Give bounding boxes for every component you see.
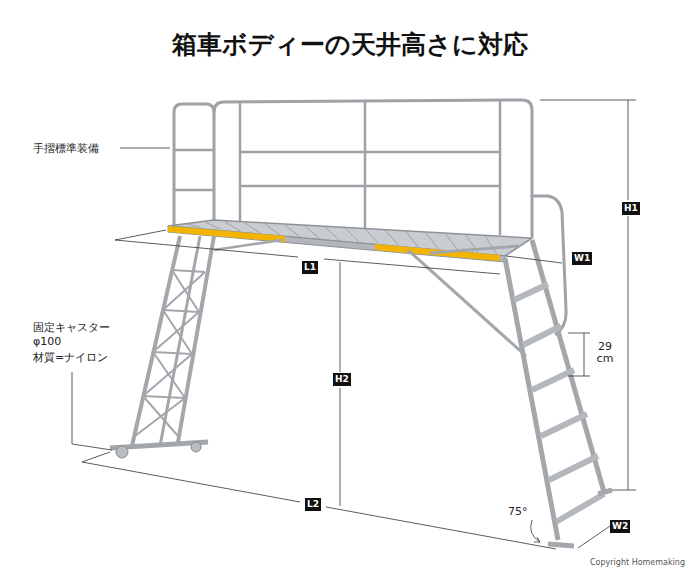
dimension-line bbox=[72, 100, 636, 549]
callout-label: 材質=ナイロン bbox=[33, 350, 108, 365]
copyright-note: Copyright Homemaking bbox=[590, 558, 685, 567]
callout-label: 29 cm bbox=[596, 341, 614, 365]
dimension-tag: L2 bbox=[305, 498, 321, 511]
left-leg bbox=[110, 236, 282, 448]
dimension-tag: H2 bbox=[333, 373, 351, 386]
deck bbox=[168, 220, 532, 262]
caster bbox=[116, 446, 128, 458]
handrail bbox=[174, 100, 566, 334]
dimension-tag: L1 bbox=[302, 261, 318, 274]
dimension-tag: W1 bbox=[572, 252, 592, 265]
callout-label: 75° bbox=[508, 505, 528, 518]
dimension-tag: W2 bbox=[610, 520, 630, 533]
dimension-tag: H1 bbox=[622, 202, 640, 215]
stair bbox=[505, 240, 612, 546]
callout-label: φ100 bbox=[33, 335, 61, 348]
callout-label: 手摺標準装備 bbox=[33, 141, 99, 156]
title: 箱車ボディーの天井高さに対応 bbox=[172, 28, 528, 61]
callout-label: 固定キャスター bbox=[33, 320, 110, 335]
caster bbox=[191, 442, 201, 452]
